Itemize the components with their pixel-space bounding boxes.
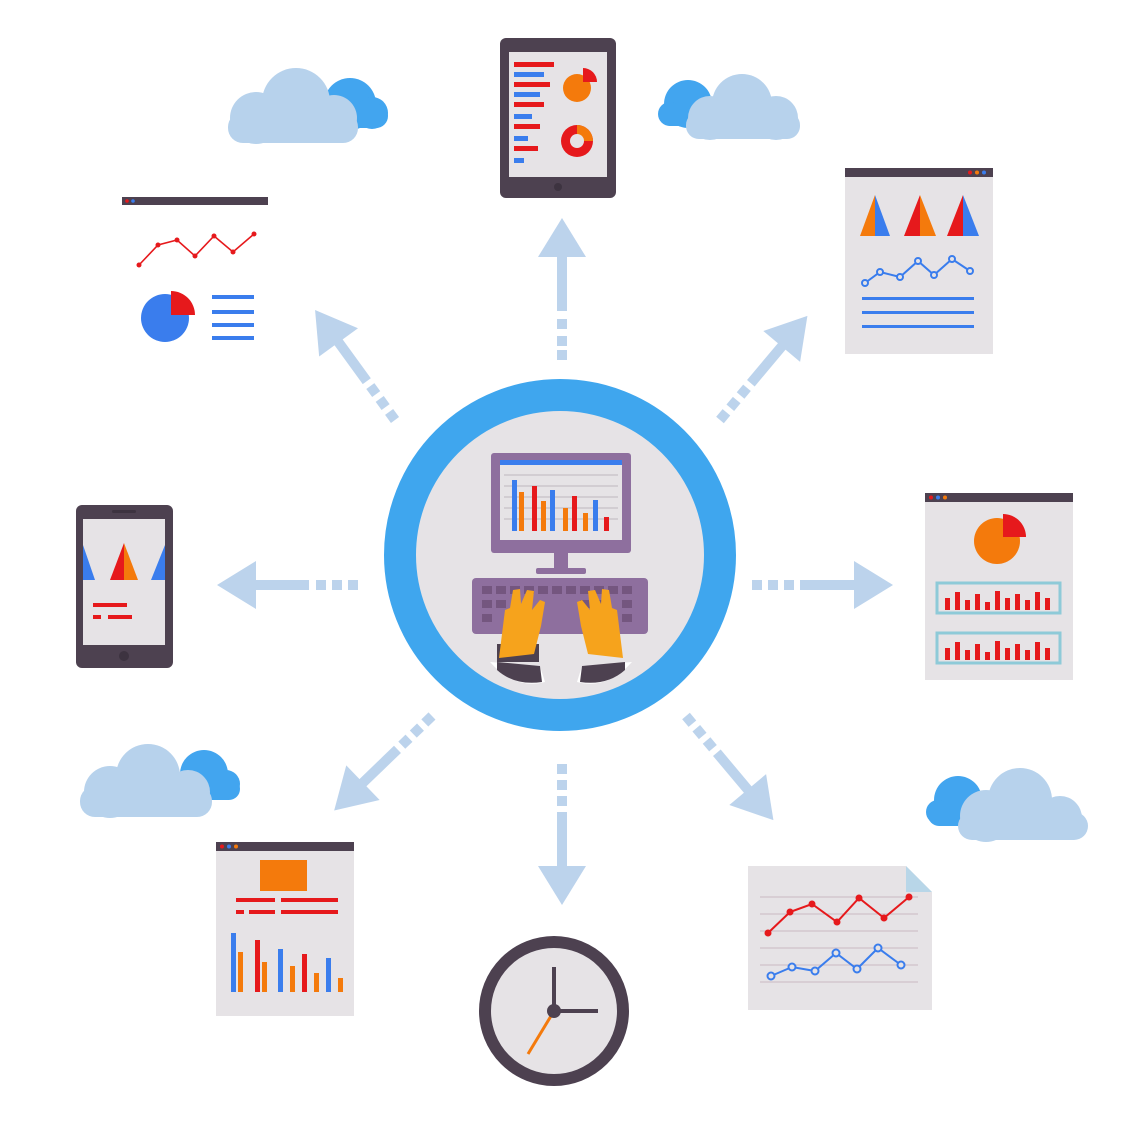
browser-window-report-icon xyxy=(216,842,354,1016)
smartphone-chart-icon xyxy=(76,505,173,668)
arrow-down-left-icon xyxy=(334,712,436,811)
arrow-right-icon xyxy=(752,561,893,609)
cloud-icon xyxy=(926,768,1088,842)
tablet-dashboard-icon xyxy=(500,38,616,198)
clock-icon xyxy=(479,936,629,1086)
arrow-down-right-icon xyxy=(682,712,774,821)
cloud-icon xyxy=(228,68,388,144)
arrow-up-left-icon xyxy=(315,309,400,423)
arrow-up-right-icon xyxy=(716,315,808,424)
right-hand xyxy=(577,589,632,684)
computer-with-typing-hands-icon xyxy=(384,379,736,731)
document-line-chart-icon xyxy=(748,866,932,1010)
cloud-icon xyxy=(658,74,800,140)
arrow-down-icon xyxy=(538,764,586,905)
browser-window-analytics-icon xyxy=(122,197,268,342)
browser-window-bar-charts-icon xyxy=(925,493,1073,680)
arrow-left-icon xyxy=(217,561,358,609)
monitor-bar-chart xyxy=(512,480,609,531)
arrow-up-icon xyxy=(538,218,586,360)
browser-window-charts-icon xyxy=(845,168,993,354)
left-hand xyxy=(490,589,545,684)
cloud-icon xyxy=(80,744,240,818)
